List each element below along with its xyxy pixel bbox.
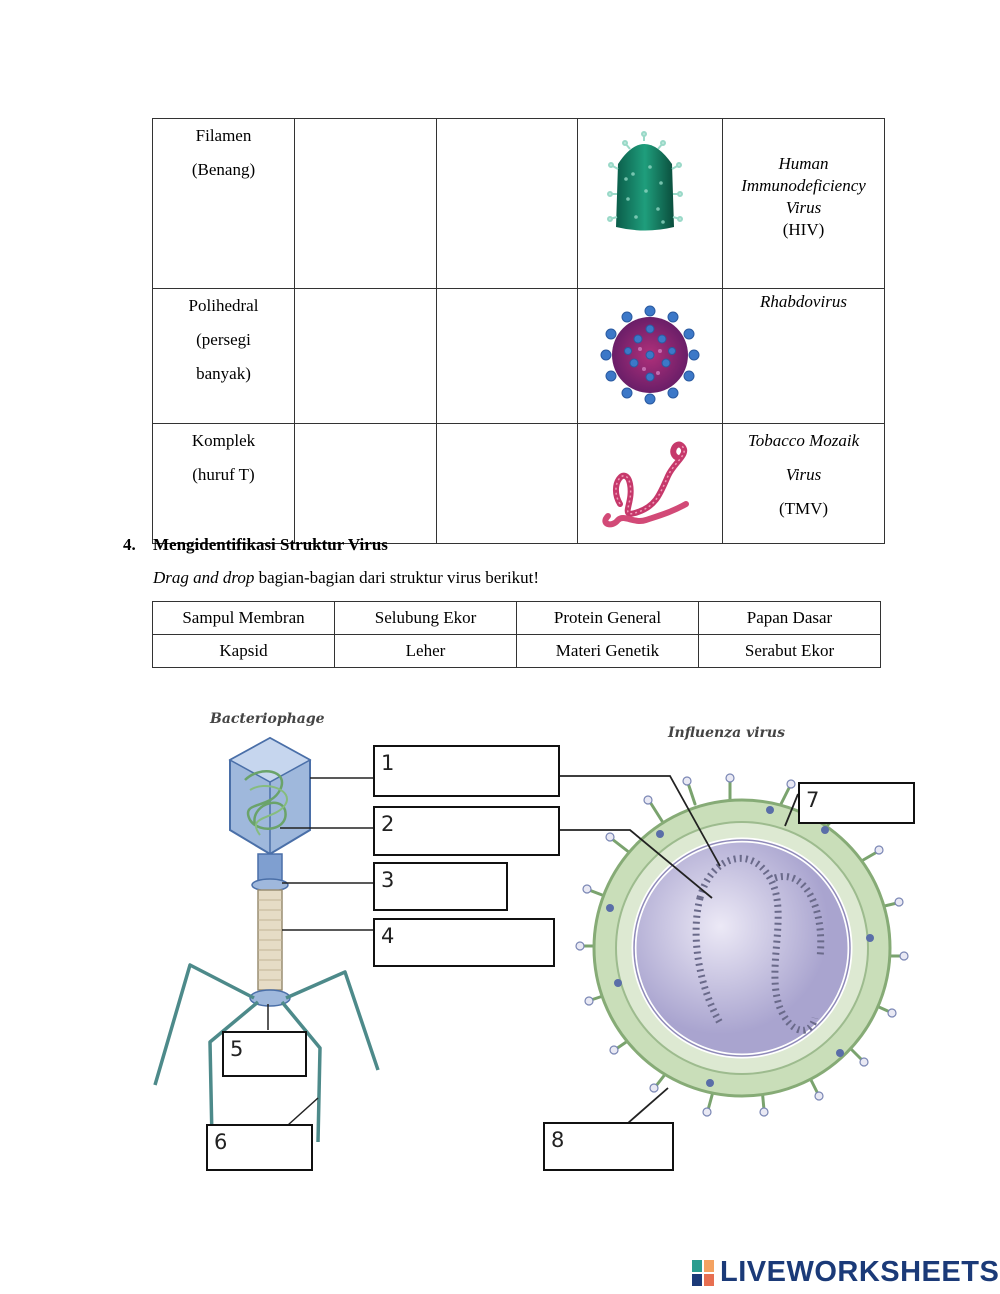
drag-item-protein-general[interactable]: Protein General — [516, 601, 699, 635]
virus-shape-table: Filamen (Benang) — [152, 118, 885, 544]
section-title: Mengidentifikasi Struktur Virus — [153, 535, 388, 554]
answer-box-3[interactable]: 3 — [373, 862, 508, 911]
section-heading: 4. Mengidentifikasi Struktur Virus — [123, 535, 388, 555]
example-cell: Human Immunodeficiency Virus (HIV) — [722, 118, 885, 289]
shape-cell: Polihedral (persegi banyak) — [152, 288, 295, 424]
empty-cell — [294, 288, 437, 424]
drag-item-materi-genetik[interactable]: Materi Genetik — [516, 634, 699, 668]
liveworksheets-logo: LIVEWORKSHEETS — [692, 1256, 999, 1289]
image-cell — [577, 423, 723, 544]
drag-item-selubung-ekor[interactable]: Selubung Ekor — [334, 601, 517, 635]
empty-cell — [294, 423, 437, 544]
drag-item-leher[interactable]: Leher — [334, 634, 517, 668]
answer-box-5[interactable]: 5 — [222, 1031, 307, 1077]
influenza-diagram — [560, 773, 909, 1124]
bacteriophage-diagram — [153, 736, 380, 1143]
instruction-text: Drag and drop bagian-bagian dari struktu… — [153, 568, 540, 587]
drag-item-papan-dasar[interactable]: Papan Dasar — [698, 601, 881, 635]
empty-cell — [436, 423, 578, 544]
logo-mark-icon — [692, 1259, 714, 1286]
hiv-virus-image — [607, 131, 683, 231]
shape-cell: Komplek (huruf T) — [152, 423, 295, 544]
empty-cell — [294, 118, 437, 289]
empty-cell — [436, 118, 578, 289]
shape-cell: Filamen (Benang) — [152, 118, 295, 289]
answer-box-2[interactable]: 2 — [373, 806, 560, 856]
answer-box-1[interactable]: 1 — [373, 745, 560, 797]
rhabdovirus-image — [600, 305, 700, 405]
answer-box-6[interactable]: 6 — [206, 1124, 313, 1171]
drag-item-serabut-ekor[interactable]: Serabut Ekor — [698, 634, 881, 668]
image-cell — [577, 288, 723, 424]
table-row: Komplek (huruf T) Tobacco Mozaik Virus (… — [152, 423, 885, 544]
logo-text: LIVEWORKSHEETS — [720, 1256, 1000, 1288]
drag-item-kapsid[interactable]: Kapsid — [152, 634, 335, 668]
answer-box-4[interactable]: 4 — [373, 918, 555, 967]
section-number: 4. — [123, 535, 136, 554]
empty-cell — [436, 288, 578, 424]
influenza-title: Influenza virus — [668, 725, 785, 741]
bacteriophage-title: Bacteriophage — [210, 711, 325, 727]
answer-box-7[interactable]: 7 — [798, 782, 915, 824]
table-row: Kapsid Leher Materi Genetik Serabut Ekor — [152, 634, 881, 668]
table-row: Sampul Membran Selubung Ekor Protein Gen… — [152, 601, 881, 635]
example-cell: Rhabdovirus — [722, 288, 885, 424]
drag-item-sampul-membran[interactable]: Sampul Membran — [152, 601, 335, 635]
table-row: Filamen (Benang) — [152, 118, 885, 289]
drag-items-table: Sampul Membran Selubung Ekor Protein Gen… — [152, 601, 881, 668]
tmv-virus-image — [602, 441, 689, 528]
table-row: Polihedral (persegi banyak) — [152, 288, 885, 424]
answer-box-8[interactable]: 8 — [543, 1122, 674, 1171]
image-cell — [577, 118, 723, 289]
example-cell: Tobacco Mozaik Virus (TMV) — [722, 423, 885, 544]
